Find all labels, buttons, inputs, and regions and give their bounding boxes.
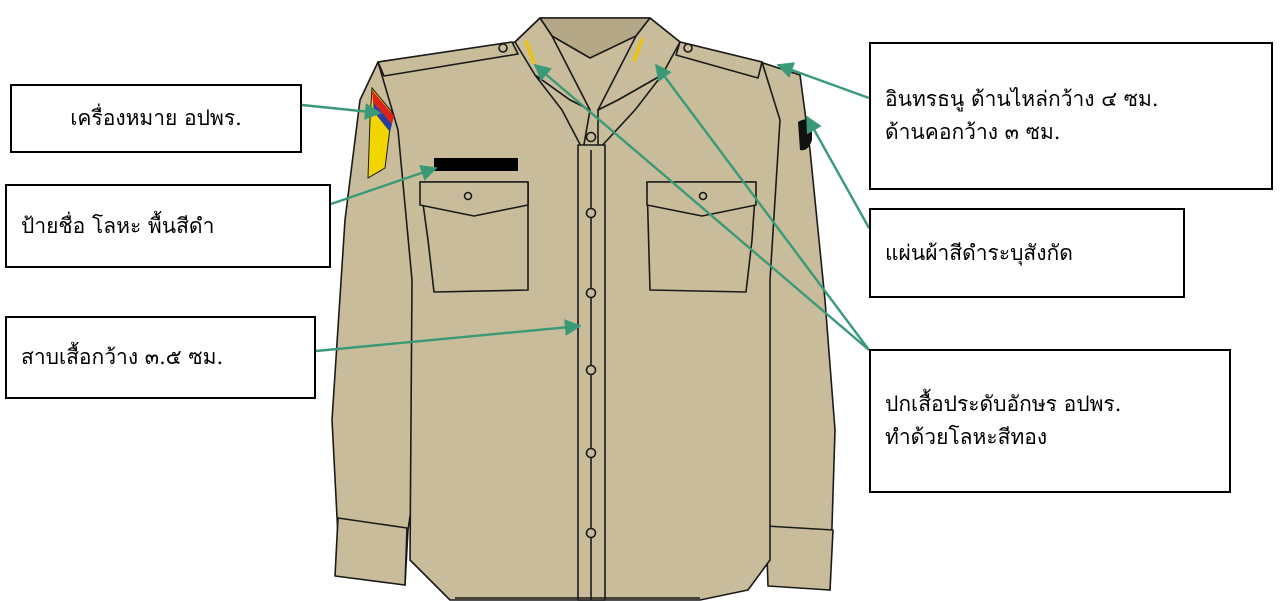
- left-epaulette-button: [498, 43, 508, 53]
- label-placket-line-1: สาบเสื้อกว้าง ๓.๕ ซม.: [21, 345, 224, 370]
- label-collar-line-2: ทำด้วยโลหะสีทอง: [885, 425, 1048, 449]
- arrow-nametag: [330, 164, 438, 206]
- arrow-collar-right: [654, 63, 870, 351]
- label-emblem: เครื่องหมาย อปพร.: [10, 84, 302, 153]
- shirt-button: [585, 447, 597, 459]
- label-shoulder-strap: อินทรธนู ด้านไหล่กว้าง ๔ ซม. ด้านคอกว้าง…: [869, 42, 1273, 190]
- arrow-shoulder: [776, 62, 870, 100]
- collar-letters: [524, 38, 644, 64]
- label-nametag-line-1: ป้ายชื่อ โลหะ พื้นสีดำ: [21, 213, 215, 238]
- left-pocket-button: [463, 191, 473, 201]
- shirt-button: [585, 527, 597, 539]
- right-epaulette: [675, 41, 763, 79]
- arrow-patch: [805, 115, 871, 229]
- right-epaulette-button: [683, 43, 693, 53]
- shirt-button: [585, 131, 597, 143]
- label-shoulder-line-2: ด้านคอกว้าง ๓ ซม.: [885, 120, 1061, 144]
- label-emblem-line-1: เครื่องหมาย อปพร.: [70, 106, 242, 131]
- label-shoulder-line-1: อินทรธนู ด้านไหล่กว้าง ๔ ซม.: [885, 87, 1159, 112]
- label-collar: ปกเสื้อประดับอักษร อปพร. ทำด้วยโลหะสีทอง: [869, 349, 1231, 493]
- left-pocket-flap: [419, 181, 529, 217]
- left-lapel: [534, 74, 591, 151]
- left-cuff: [334, 517, 408, 586]
- right-pocket-button: [698, 191, 708, 201]
- label-placket: สาบเสื้อกว้าง ๓.๕ ซม.: [5, 316, 316, 399]
- callout-arrows: [301, 62, 871, 353]
- shirt-button: [585, 207, 597, 219]
- right-cuff: [765, 525, 834, 591]
- shirt-button: [585, 287, 597, 299]
- left-epaulette: [377, 41, 519, 77]
- arrow-emblem: [301, 103, 382, 120]
- label-nametag: ป้ายชื่อ โลหะ พื้นสีดำ: [5, 184, 331, 268]
- shirt-button: [585, 364, 597, 376]
- arrow-collar-left: [533, 63, 870, 351]
- label-unit-patch: แผ่นผ้าสีดำระบุสังกัด: [869, 208, 1185, 298]
- arrow-placket: [315, 319, 582, 353]
- name-tag: [434, 158, 518, 171]
- label-patch-line-1: แผ่นผ้าสีดำระบุสังกัด: [885, 240, 1073, 265]
- label-collar-line-1: ปกเสื้อประดับอักษร อปพร.: [885, 392, 1122, 417]
